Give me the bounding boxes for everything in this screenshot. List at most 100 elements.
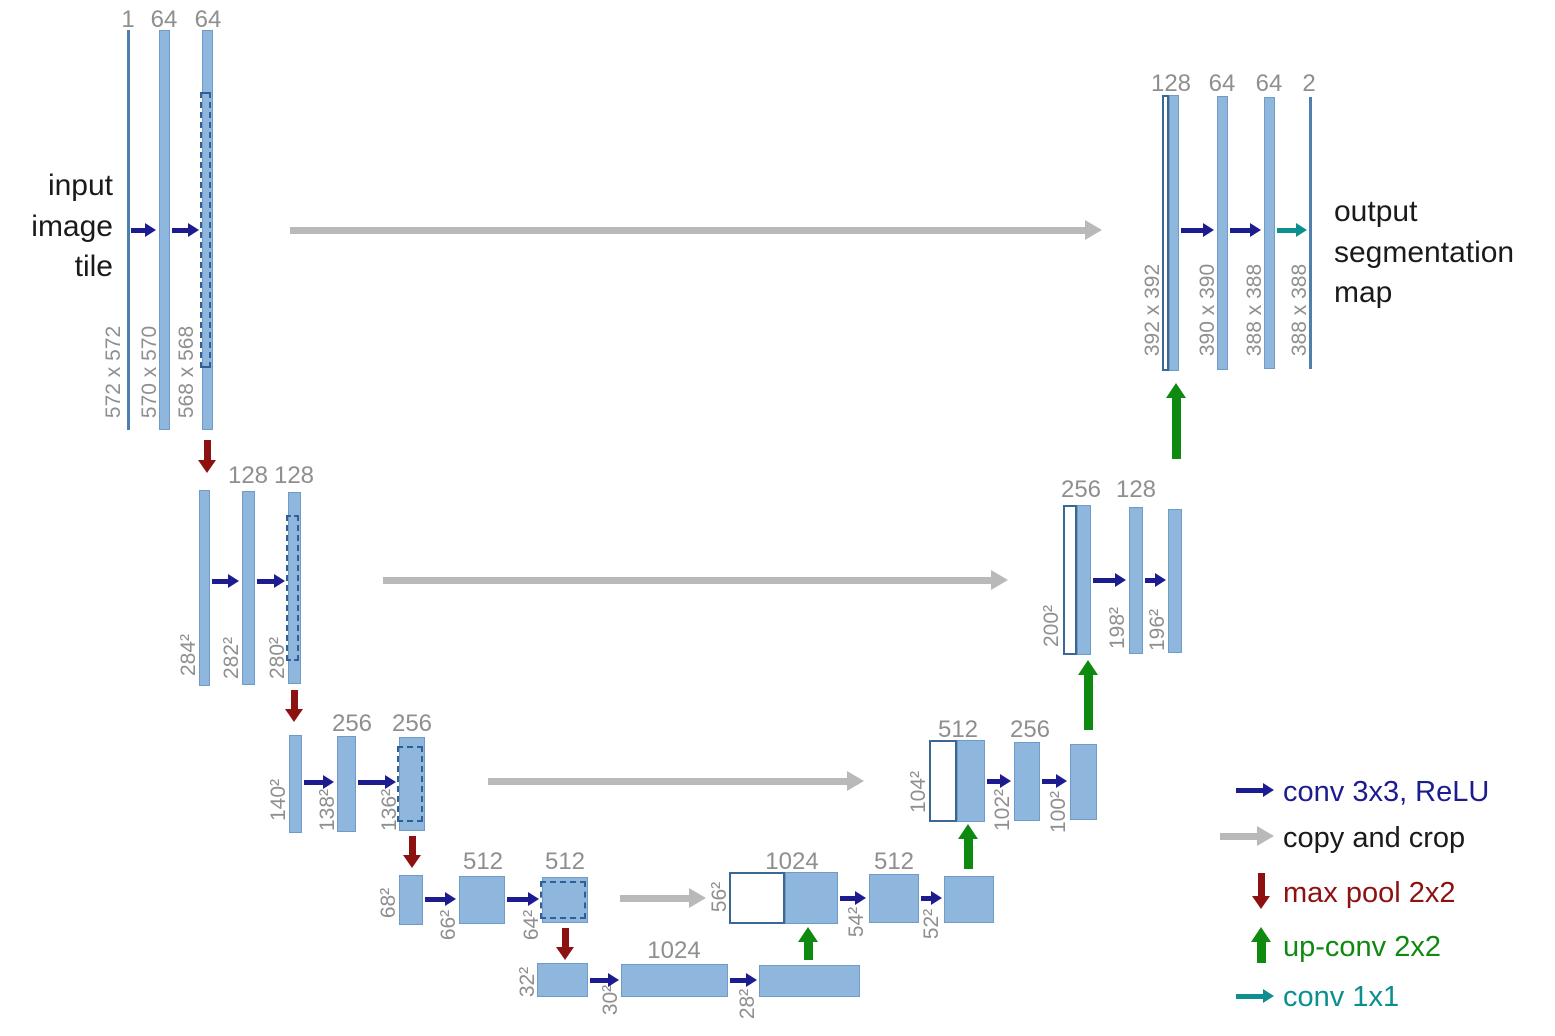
channel-line-bar bbox=[1309, 97, 1312, 369]
feature-map-bar bbox=[537, 963, 588, 997]
feature-map-bar bbox=[1077, 505, 1091, 655]
crop-region-overlay bbox=[286, 515, 299, 661]
channel-count-label: 512 bbox=[544, 848, 586, 875]
feature-size-label: 102² bbox=[991, 788, 1014, 832]
channel-count-label: 1 bbox=[121, 6, 135, 33]
upsampled-feature-bar bbox=[729, 872, 785, 924]
feature-map-bar bbox=[957, 740, 985, 822]
channel-count-label: 512 bbox=[462, 848, 504, 875]
channel-count-label: 512 bbox=[937, 716, 979, 743]
channel-line-bar bbox=[127, 30, 130, 430]
feature-size-label: 100² bbox=[1047, 790, 1070, 834]
conv3x3-arrow bbox=[131, 223, 156, 237]
feature-size-label: 136² bbox=[378, 788, 401, 832]
conv3x3-arrow bbox=[507, 892, 539, 906]
channel-count-label: 1024 bbox=[647, 937, 701, 964]
conv3x3-arrow bbox=[1042, 774, 1067, 788]
legend-conv1x1-arrow bbox=[1236, 989, 1274, 1003]
feature-map-bar bbox=[944, 876, 994, 923]
channel-count-label: 512 bbox=[873, 848, 915, 875]
feature-map-bar bbox=[621, 964, 728, 997]
feature-size-label: 32² bbox=[516, 966, 539, 998]
feature-size-label: 140² bbox=[267, 778, 290, 822]
channel-count-label: 128 bbox=[1115, 476, 1157, 503]
maxpool-arrow bbox=[285, 690, 303, 722]
feature-map-bar bbox=[202, 30, 213, 430]
upconv-arrow bbox=[1165, 383, 1187, 459]
feature-map-bar bbox=[399, 875, 423, 925]
channel-count-label: 64 bbox=[1208, 70, 1236, 97]
feature-map-bar bbox=[159, 30, 170, 430]
channel-count-label: 128 bbox=[1150, 70, 1192, 97]
feature-map-bar bbox=[1264, 97, 1275, 369]
conv3x3-arrow bbox=[987, 774, 1011, 788]
feature-size-label: 68² bbox=[377, 887, 400, 919]
crop-region-overlay bbox=[540, 881, 586, 919]
conv3x3-arrow bbox=[257, 574, 285, 588]
legend-conv3x3-label: conv 3x3, ReLU bbox=[1283, 776, 1490, 808]
upsampled-feature-bar bbox=[929, 740, 957, 822]
conv3x3-arrow bbox=[840, 891, 866, 905]
feature-size-label: 570 x 570 bbox=[138, 325, 161, 419]
legend-conv3x3-arrow bbox=[1236, 783, 1274, 797]
channel-count-label: 256 bbox=[331, 710, 373, 737]
feature-map-bar bbox=[759, 965, 860, 997]
crop-region-overlay bbox=[200, 92, 211, 368]
legend-upconv-label: up-conv 2x2 bbox=[1283, 931, 1441, 963]
copy-crop-arrow bbox=[620, 888, 706, 908]
maxpool-arrow bbox=[198, 440, 216, 473]
channel-count-label: 64 bbox=[194, 6, 222, 33]
conv3x3-arrow bbox=[358, 775, 396, 789]
channel-count-label: 256 bbox=[1060, 476, 1102, 503]
input-image-tile-label: input image tile bbox=[31, 169, 113, 283]
feature-size-label: 572 x 572 bbox=[102, 325, 125, 419]
feature-map-bar bbox=[399, 737, 425, 831]
legend-maxpool-arrow bbox=[1252, 873, 1270, 909]
conv3x3-arrow bbox=[425, 892, 456, 906]
feature-size-label: 54² bbox=[845, 906, 868, 938]
maxpool-arrow bbox=[556, 928, 574, 960]
feature-size-label: 388 x 388 bbox=[1288, 263, 1311, 357]
channel-count-label: 64 bbox=[1255, 70, 1283, 97]
conv3x3-arrow bbox=[1230, 223, 1261, 237]
legend-conv1x1-label: conv 1x1 bbox=[1283, 981, 1400, 1013]
upsampled-feature-bar bbox=[1162, 95, 1169, 371]
maxpool-arrow bbox=[403, 836, 421, 868]
conv3x3-arrow bbox=[172, 223, 199, 237]
conv1x1-arrow bbox=[1277, 223, 1307, 237]
feature-map-bar bbox=[1168, 509, 1182, 653]
conv3x3-arrow bbox=[921, 891, 942, 905]
copy-crop-arrow bbox=[488, 771, 864, 791]
feature-map-bar bbox=[337, 736, 356, 832]
channel-count-label: 128 bbox=[227, 462, 269, 489]
feature-size-label: 64² bbox=[520, 909, 543, 941]
feature-size-label: 388 x 388 bbox=[1243, 263, 1266, 357]
feature-map-bar bbox=[242, 491, 255, 685]
legend-copy-crop-arrow bbox=[1220, 826, 1274, 846]
channel-count-label: 128 bbox=[273, 462, 315, 489]
feature-map-bar bbox=[1129, 507, 1143, 654]
feature-size-label: 390 x 390 bbox=[1196, 263, 1219, 357]
upconv-arrow bbox=[957, 824, 979, 869]
feature-map-bar bbox=[1217, 96, 1228, 370]
conv3x3-arrow bbox=[1145, 573, 1166, 587]
feature-map-bar bbox=[1014, 742, 1040, 821]
feature-map-bar bbox=[199, 490, 210, 686]
feature-size-label: 392 x 392 bbox=[1141, 263, 1164, 357]
feature-size-label: 200² bbox=[1040, 604, 1063, 648]
conv3x3-arrow bbox=[730, 973, 757, 987]
channel-count-label: 1024 bbox=[765, 848, 819, 875]
feature-map-bar bbox=[1169, 95, 1179, 371]
feature-size-label: 280² bbox=[266, 636, 289, 680]
feature-size-label: 568 x 568 bbox=[175, 325, 198, 419]
feature-map-bar bbox=[785, 872, 838, 924]
feature-size-label: 30² bbox=[599, 984, 622, 1016]
feature-map-bar bbox=[289, 735, 302, 833]
channel-count-label: 64 bbox=[150, 6, 178, 33]
copy-crop-arrow bbox=[290, 220, 1102, 240]
conv3x3-arrow bbox=[590, 973, 619, 987]
feature-size-label: 138² bbox=[316, 788, 339, 832]
feature-size-label: 52² bbox=[920, 908, 943, 940]
upconv-arrow bbox=[797, 927, 819, 960]
channel-count-label: 2 bbox=[1302, 70, 1316, 97]
